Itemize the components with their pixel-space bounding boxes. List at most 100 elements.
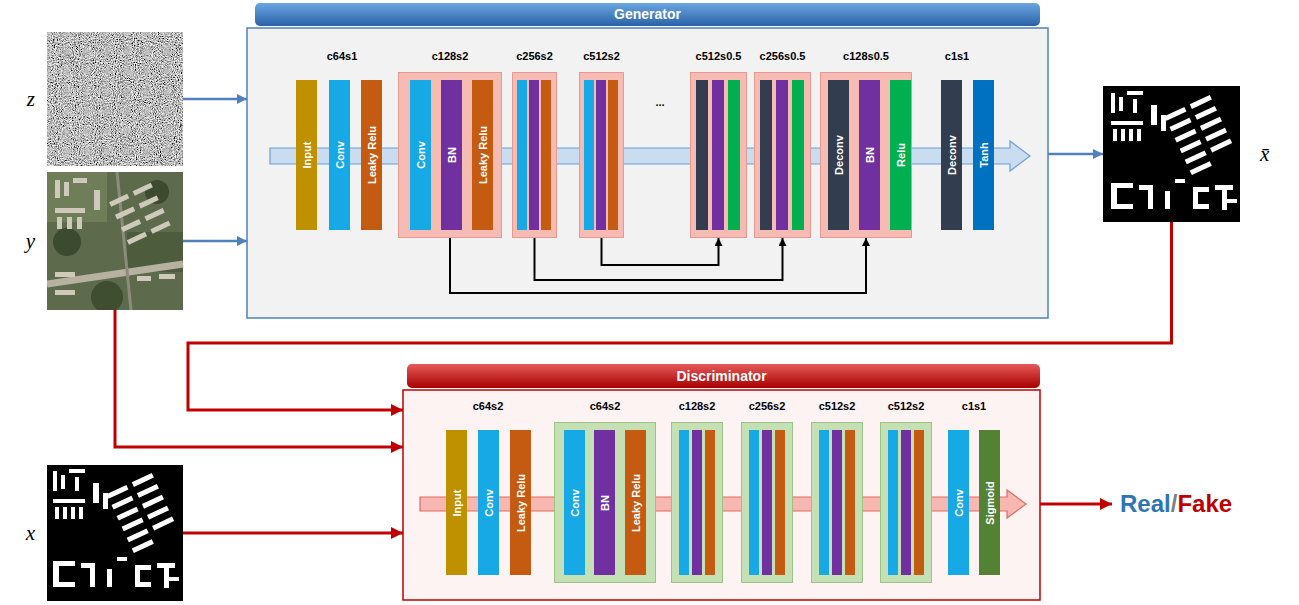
output-label: Real/Fake <box>1112 490 1232 518</box>
layer-bar: Leaky Relu <box>510 430 531 575</box>
layer-name: Conv <box>414 141 427 169</box>
layer-bar <box>584 80 594 230</box>
layer-bar: Conv <box>564 430 585 575</box>
layer-name: Conv <box>482 489 495 517</box>
layer-name: Tanh <box>977 142 990 167</box>
variable-name: x̄ <box>1260 142 1269 166</box>
connector-arrow <box>183 532 403 535</box>
layer-bar: Conv <box>948 430 969 575</box>
variable-name: x <box>26 521 35 545</box>
layer-bar: Deconv <box>828 80 849 230</box>
panel-title: Discriminator <box>403 364 1040 388</box>
connector-arrow <box>602 238 719 265</box>
layer-bar: Sigmoid <box>979 430 1000 575</box>
layer-bar <box>705 430 715 575</box>
layer-name: Deconv <box>832 135 845 175</box>
layer-bar: Relu <box>890 80 911 230</box>
layer-bar <box>696 80 708 230</box>
layer-spec: c128s0.5 <box>843 50 889 63</box>
connector-arrow <box>450 238 866 293</box>
layer-bar <box>901 430 911 575</box>
layer-bar <box>792 80 804 230</box>
layer-spec: c1s1 <box>945 50 969 63</box>
layer-spec: c128s2 <box>679 400 716 413</box>
layer-bar <box>517 80 527 230</box>
layer-bar <box>845 430 855 575</box>
connector-arrow <box>188 222 1172 410</box>
layer-bar <box>712 80 724 230</box>
layer-name: BN <box>863 147 876 163</box>
layer-group: c512s0.5 <box>690 72 747 238</box>
connector-arrow <box>183 240 247 243</box>
layer-bar <box>608 80 618 230</box>
network-panel: GeneratorInputConvLeaky Reluc128s2ConvBN… <box>247 28 1048 318</box>
image-node: x̄ <box>1103 86 1240 222</box>
layer-name: Deconv <box>945 135 958 175</box>
layer-bar <box>775 430 785 575</box>
layer-bar: Input <box>296 80 317 230</box>
connector-arrow <box>535 238 783 280</box>
connector-arrow <box>1040 503 1112 506</box>
layer-bar <box>529 80 539 230</box>
layer-name: Relu <box>894 143 907 167</box>
ellipsis-mark: ... <box>655 96 664 109</box>
image-node: x <box>47 465 183 601</box>
aerial-image <box>47 172 183 310</box>
layer-name: Leaky Relu <box>476 126 489 184</box>
layer-spec: c512s2 <box>583 50 620 63</box>
layer-bar <box>776 80 788 230</box>
layer-group: c256s2 <box>741 422 793 583</box>
layer-bar <box>749 430 759 575</box>
connector-arrow <box>183 98 247 101</box>
layer-bar <box>888 430 898 575</box>
layer-bar <box>760 80 772 230</box>
layer-group: c512s2 <box>579 72 624 238</box>
layer-group: c256s2 <box>512 72 557 238</box>
layer-name: Conv <box>333 141 346 169</box>
output-text: / <box>1171 490 1178 518</box>
layer-group: c128s2ConvBNLeaky Relu <box>398 72 502 238</box>
layer-bar: BN <box>594 430 615 575</box>
connector-arrow <box>1048 153 1103 156</box>
layer-bar: Leaky Relu <box>625 430 646 575</box>
layer-bar: Leaky Relu <box>472 80 493 230</box>
variable-name: y <box>26 229 35 253</box>
output-text: Fake <box>1177 490 1232 518</box>
layer-spec: c64s1 <box>327 50 358 63</box>
layer-name: Input <box>450 489 463 516</box>
layer-name: Sigmoid <box>983 481 996 524</box>
layer-bar <box>692 430 702 575</box>
mask-image <box>1103 86 1240 222</box>
layer-bar: Tanh <box>973 80 994 230</box>
layer-name: Conv <box>568 489 581 517</box>
layer-spec: c256s2 <box>749 400 786 413</box>
layer-name: Leaky Relu <box>365 126 378 184</box>
layer-bar <box>762 430 772 575</box>
layer-name: Leaky Relu <box>629 473 642 531</box>
layer-spec: c128s2 <box>432 50 469 63</box>
layer-group: c128s0.5DeconvBNRelu <box>820 72 912 238</box>
layer-spec: c512s2 <box>888 400 925 413</box>
network-panel: DiscriminatorInputConvLeaky Reluc64s2Con… <box>403 390 1040 600</box>
layer-spec: c64s2 <box>590 400 621 413</box>
connector-arrow <box>115 310 403 447</box>
layer-group: c256s0.5 <box>754 72 811 238</box>
image-node: y <box>47 172 183 310</box>
layer-group: c128s2 <box>671 422 723 583</box>
layer-spec: c256s0.5 <box>760 50 806 63</box>
flow-arrow <box>270 141 1030 171</box>
layer-bar <box>832 430 842 575</box>
layer-spec: c64s2 <box>473 400 504 413</box>
layer-bar: BN <box>859 80 880 230</box>
layer-bar <box>596 80 606 230</box>
layer-bar <box>728 80 740 230</box>
layer-bar <box>679 430 689 575</box>
output-text: Real <box>1120 490 1171 518</box>
layer-bar <box>541 80 551 230</box>
panel-frame <box>247 28 1048 318</box>
image-node: z <box>47 32 183 166</box>
layer-name: Conv <box>952 489 965 517</box>
layer-name: Leaky Relu <box>514 473 527 531</box>
